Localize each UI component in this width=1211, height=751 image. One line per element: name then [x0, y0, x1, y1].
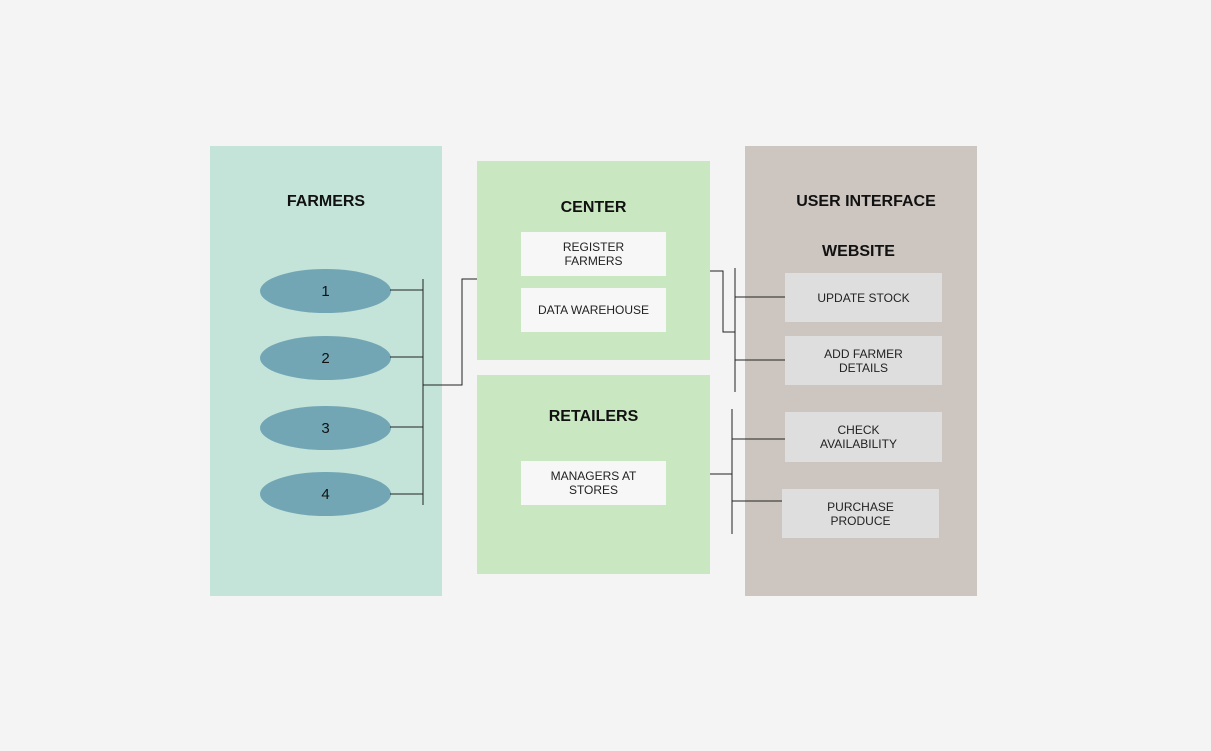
farmer-node-1: 1: [260, 269, 391, 313]
purchase-produce-label: PURCHASE PRODUCE: [827, 499, 894, 528]
website-subtitle: WEBSITE: [822, 243, 895, 260]
retailers-panel: RETAILERS: [477, 375, 710, 574]
farmers-title: FARMERS: [286, 193, 366, 210]
register-farmers-label: REGISTER FARMERS: [562, 240, 625, 268]
center-to-ui-connector: [710, 270, 735, 333]
farmer-node-2: 2: [260, 336, 391, 380]
managers-at-stores-box: MANAGERS AT STORES: [521, 461, 666, 505]
farmer-node-3: 3: [260, 406, 391, 450]
data-warehouse-label: DATA WAREHOUSE: [537, 303, 650, 317]
check-availability-box: CHECK AVAILABILITY: [785, 412, 942, 462]
center-title: CENTER: [560, 199, 627, 216]
update-stock-box: UPDATE STOCK: [785, 273, 942, 322]
user-interface-title: USER INTERFACE: [796, 193, 936, 210]
add-farmer-details-label: ADD FARMER DETAILS: [824, 346, 903, 375]
check-availability-label: CHECK AVAILABILITY: [820, 423, 897, 451]
purchase-produce-box: PURCHASE PRODUCE: [782, 489, 939, 538]
add-farmer-details-box: ADD FARMER DETAILS: [785, 336, 942, 385]
update-stock-label: UPDATE STOCK: [817, 290, 910, 305]
data-warehouse-box: DATA WAREHOUSE: [521, 288, 666, 332]
farmer-node-4: 4: [260, 472, 391, 516]
managers-at-stores-label: MANAGERS AT STORES: [550, 469, 637, 497]
register-farmers-box: REGISTER FARMERS: [521, 232, 666, 276]
retailers-title: RETAILERS: [548, 408, 639, 425]
